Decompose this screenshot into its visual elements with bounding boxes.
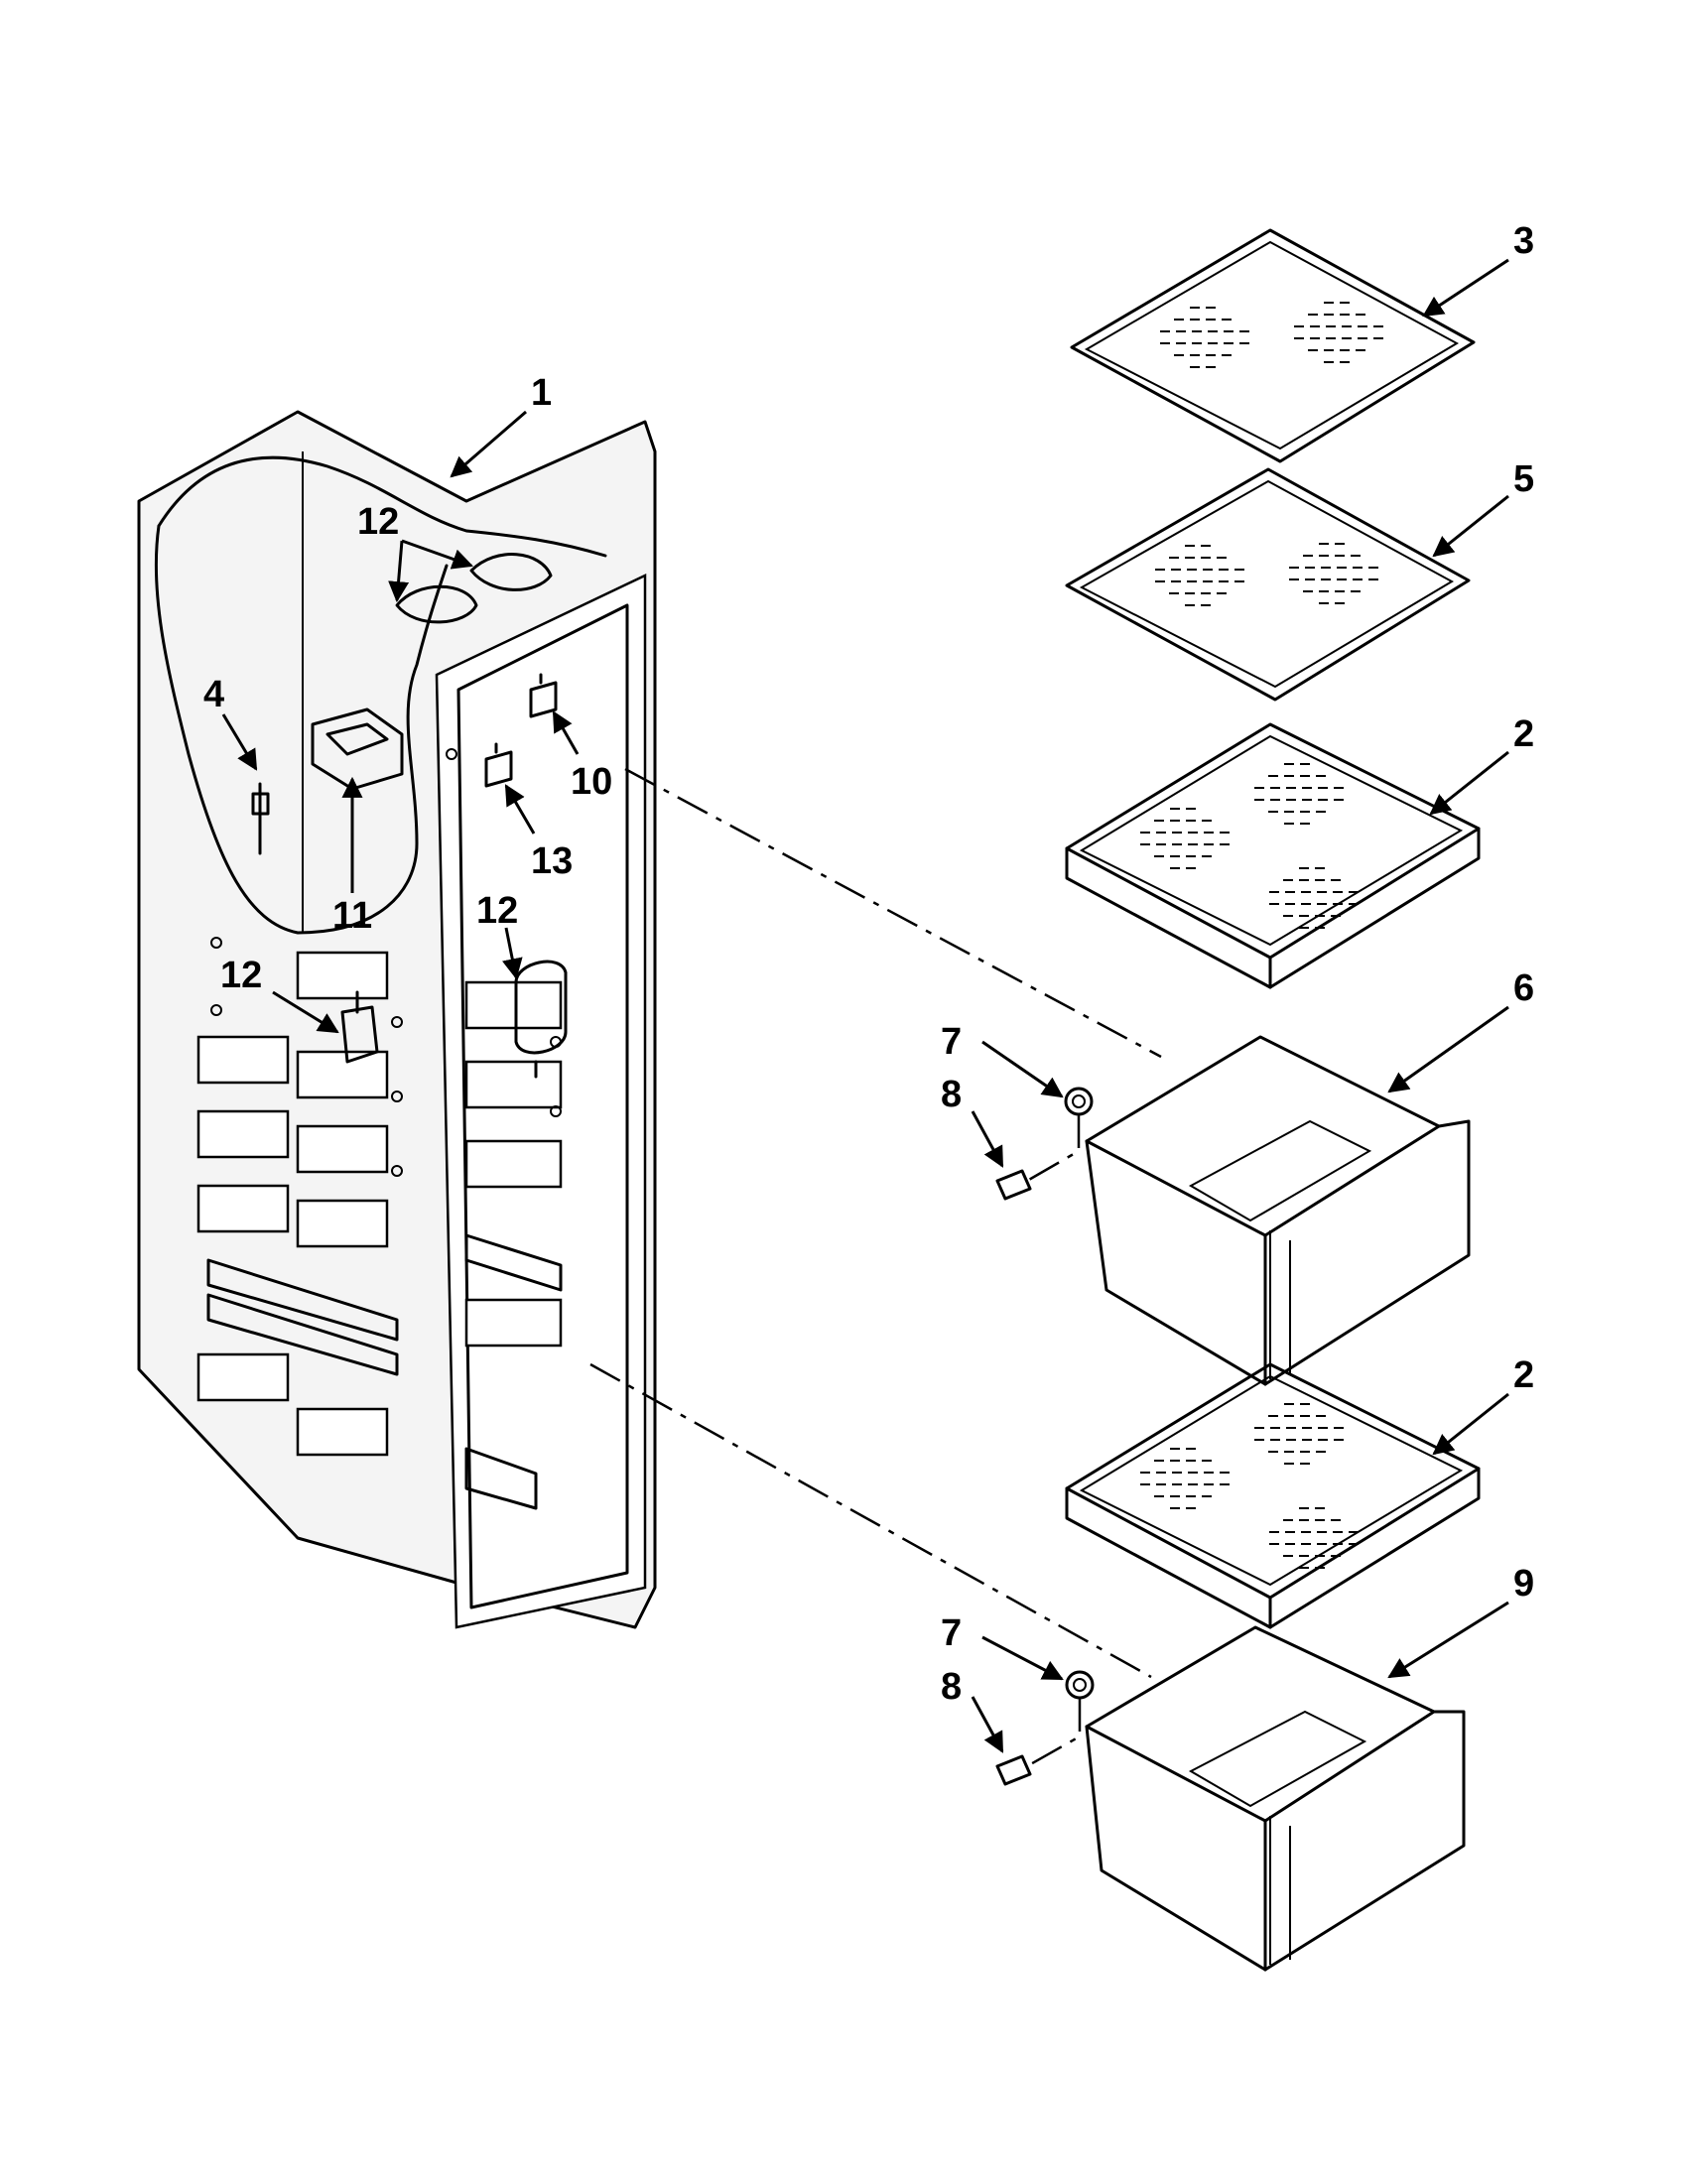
callout-12-left: 12: [220, 955, 262, 996]
assembly-line-roller-lower: [1026, 1698, 1082, 1768]
callout-9: 9: [1513, 1563, 1534, 1605]
callout-8-lower: 8: [941, 1666, 962, 1708]
glass-shelf-3: [1070, 228, 1476, 463]
temperature-probe: [251, 782, 270, 855]
callout-7-upper: 7: [941, 1021, 962, 1063]
shelf-bracket-10: [529, 673, 558, 718]
callout-8-upper: 8: [941, 1074, 962, 1115]
crisper-drawer-9: [1085, 1625, 1466, 1972]
wire-harness-right: [514, 960, 568, 1079]
assembly-line-lower: [589, 1362, 1152, 1679]
drawer-roller-7-upper: [1064, 1087, 1094, 1116]
callout-6: 6: [1513, 967, 1534, 1009]
leader-arrows: [221, 258, 1509, 1753]
callout-7-lower: 7: [941, 1612, 962, 1654]
assembly-line-roller-upper: [1026, 1114, 1081, 1183]
liner-vent-panels: [196, 951, 563, 1510]
drawer-slide-8-upper: [995, 1169, 1032, 1201]
shelf-glass-patterns: [1140, 302, 1383, 1569]
light-socket-housing: [311, 707, 404, 791]
refrigerator-liner: [137, 410, 657, 1629]
callout-13: 13: [531, 840, 573, 882]
callout-12-right: 12: [476, 890, 518, 932]
callout-11: 11: [332, 895, 372, 937]
wire-harness-left: [340, 990, 379, 1064]
wire-harness-top-right: [469, 553, 553, 591]
wire-harness-top-left: [395, 584, 478, 624]
callout-4: 4: [203, 674, 224, 715]
callout-10: 10: [571, 761, 612, 803]
glass-shelf-5: [1065, 467, 1471, 702]
callout-3: 3: [1513, 220, 1534, 262]
callout-2-lower: 2: [1513, 1354, 1534, 1396]
slide-out-shelf-2-lower: [1065, 1362, 1481, 1629]
drawer-roller-7-lower: [1065, 1670, 1095, 1700]
callout-1: 1: [531, 372, 552, 414]
slide-out-shelf-2-upper: [1065, 722, 1481, 989]
drawer-slide-8-lower: [995, 1754, 1032, 1786]
callout-2-upper: 2: [1513, 713, 1534, 755]
callout-5: 5: [1513, 458, 1534, 500]
callout-12-top: 12: [357, 501, 399, 543]
assembly-line-upper: [624, 767, 1162, 1059]
shelf-bracket-13: [484, 742, 513, 788]
crisper-drawer-6: [1085, 1035, 1471, 1386]
